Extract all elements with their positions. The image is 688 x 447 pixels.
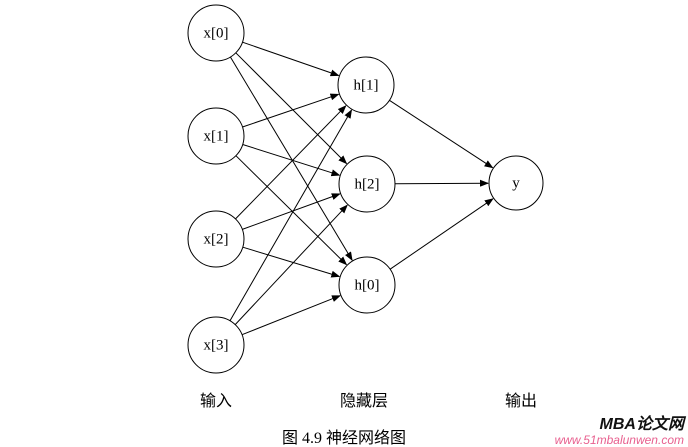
node-label-h0: h[0] xyxy=(355,277,380,293)
nodes-group: x[0] x[1] x[2] x[3] h[1] h[2] h[0] y xyxy=(187,4,544,374)
node-circle-x2 xyxy=(187,210,245,268)
layer-labels-group: 输入 隐藏层 输出 xyxy=(200,392,537,410)
node-circle-h2 xyxy=(338,155,396,213)
node-x0: x[0] xyxy=(187,4,245,62)
edge-h0-to-y xyxy=(389,198,494,270)
edge-x0-to-h0 xyxy=(229,56,353,261)
layer-label-hidden: 隐藏层 xyxy=(340,392,388,410)
node-circle-h0 xyxy=(338,256,396,314)
node-label-y: y xyxy=(512,175,520,191)
watermark-url: www.51mbalunwen.com xyxy=(554,432,684,447)
edge-h1-to-y xyxy=(389,99,494,169)
edges-group xyxy=(229,41,494,336)
edge-x3-to-h2 xyxy=(234,204,348,325)
node-circle-x3 xyxy=(187,316,245,374)
layer-label-input: 输入 xyxy=(200,392,232,410)
node-y: y xyxy=(488,155,544,211)
node-label-h2: h[2] xyxy=(355,176,380,192)
edge-x0-to-h1 xyxy=(242,41,340,77)
edge-x1-to-h1 xyxy=(242,93,340,128)
node-h2: h[2] xyxy=(338,155,396,213)
watermark: MBA论文网 www.51mbalunwen.com xyxy=(555,416,684,447)
edge-h2-to-y xyxy=(394,179,489,187)
watermark-title: MBA论文网 xyxy=(599,416,684,434)
edge-x2-to-h1 xyxy=(235,105,347,220)
node-circle-h1 xyxy=(337,56,395,114)
edge-x1-to-h2 xyxy=(242,144,341,177)
node-label-x1: x[1] xyxy=(204,128,229,144)
node-label-x0: x[0] xyxy=(204,25,229,41)
node-circle-x1 xyxy=(187,107,245,165)
edge-x3-to-h1 xyxy=(229,109,352,321)
edge-x0-to-h2 xyxy=(235,52,348,165)
node-label-x3: x[3] xyxy=(204,337,229,353)
edge-x2-to-h0 xyxy=(242,246,341,278)
layer-label-output: 输出 xyxy=(505,392,537,410)
node-x2: x[2] xyxy=(187,210,245,268)
node-label-h1: h[1] xyxy=(354,77,379,93)
node-x1: x[1] xyxy=(187,107,245,165)
edge-x1-to-h0 xyxy=(235,155,348,266)
node-h0: h[0] xyxy=(338,256,396,314)
node-label-x2: x[2] xyxy=(204,231,229,247)
edge-x2-to-h2 xyxy=(242,193,341,230)
node-circle-x0 xyxy=(187,4,245,62)
edge-x3-to-h0 xyxy=(241,295,341,336)
node-h1: h[1] xyxy=(337,56,395,114)
node-x3: x[3] xyxy=(187,316,245,374)
node-circle-y xyxy=(488,155,544,211)
figure-caption: 图 4.9 神经网络图 xyxy=(281,430,406,447)
